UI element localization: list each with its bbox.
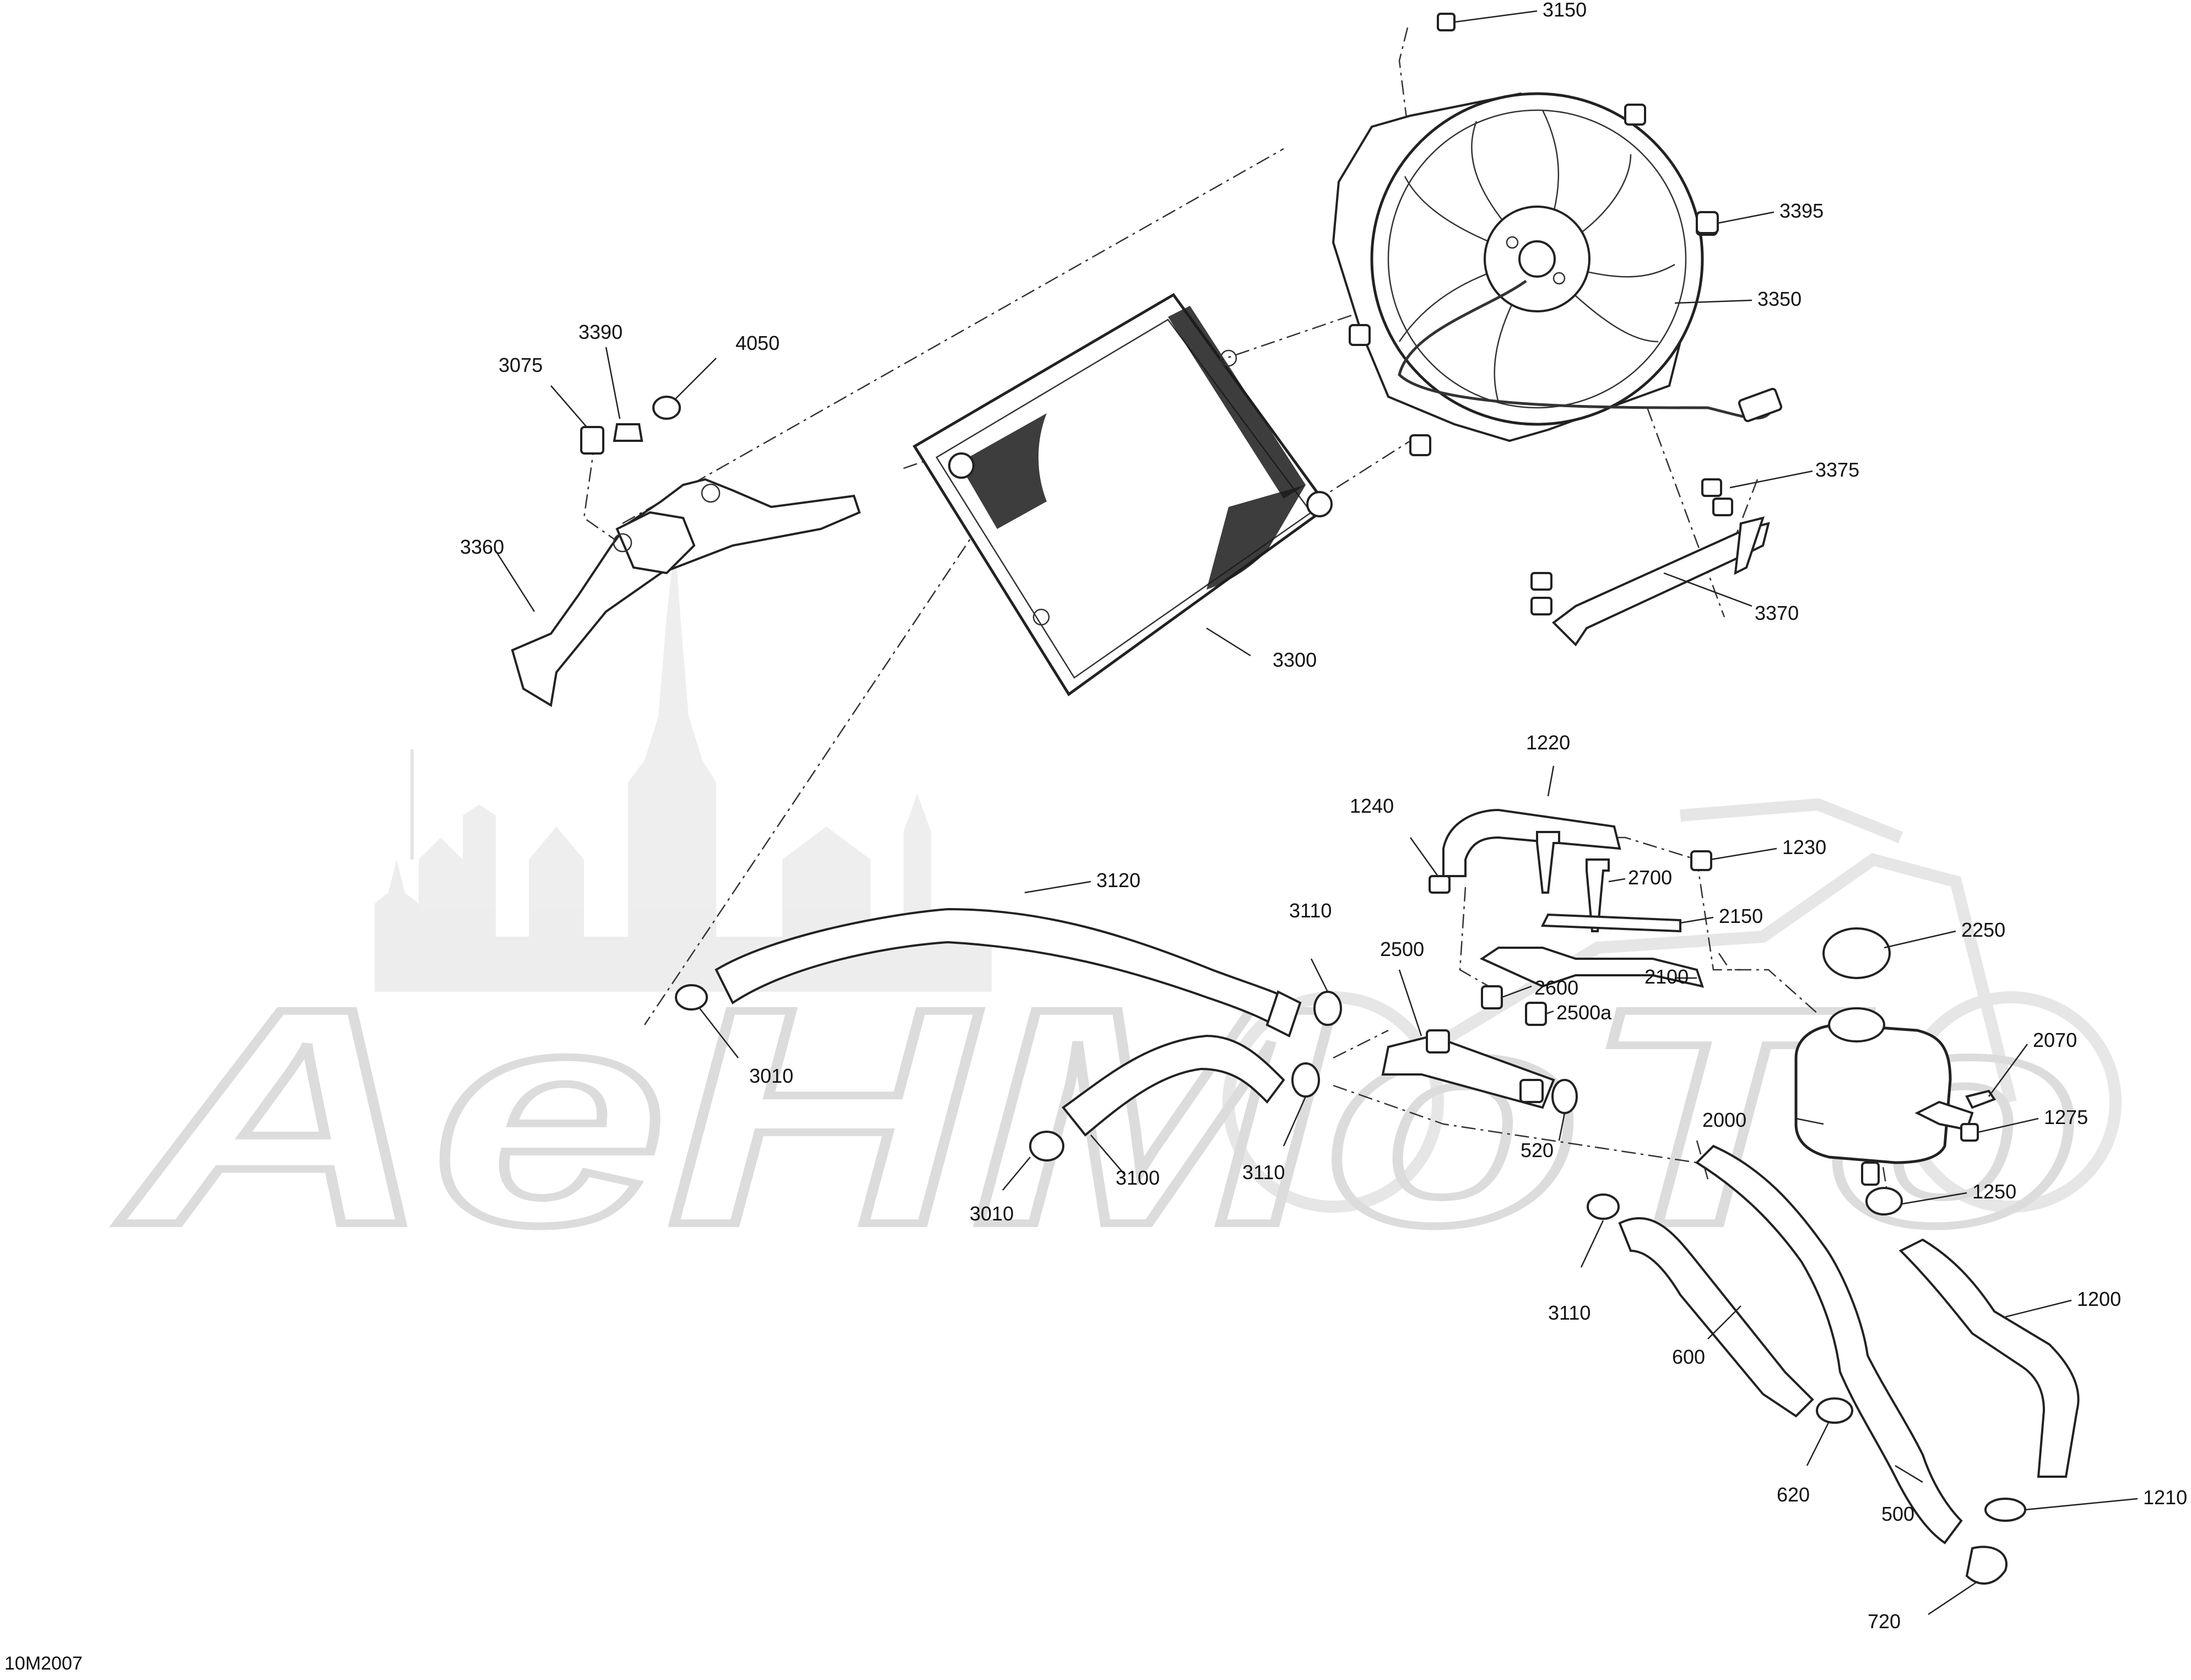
callout-3370: 3370 <box>1755 602 1799 624</box>
callout-3350: 3350 <box>1757 288 1802 310</box>
callout-500: 500 <box>1881 1503 1914 1525</box>
coolant-reservoir <box>1794 1007 1974 1186</box>
clamp-3110-lower <box>1587 1193 1620 1220</box>
callout-2700: 2700 <box>1628 866 1672 889</box>
clamp-1210 <box>1984 1498 2026 1522</box>
bolt-3395 <box>1696 211 1719 234</box>
callout-3100: 3100 <box>1116 1166 1160 1189</box>
rivets-3375 <box>1701 478 1733 516</box>
callout-1210: 1210 <box>2143 1486 2187 1509</box>
callout-620: 620 <box>1777 1483 1810 1506</box>
callout-1230: 1230 <box>1782 836 1826 858</box>
callout-3395: 3395 <box>1779 199 1824 222</box>
clamp-1230 <box>1690 850 1712 871</box>
callout-3150: 3150 <box>1543 0 1587 21</box>
radiator <box>912 293 1333 696</box>
callout-1240: 1240 <box>1350 795 1394 817</box>
bolt-3150 <box>1437 13 1456 31</box>
callout-3300: 3300 <box>1273 649 1317 671</box>
nut-1275 <box>1960 1123 1979 1142</box>
callout-3375: 3375 <box>1815 458 1859 481</box>
callout-2250: 2250 <box>1961 919 2005 941</box>
callout-3075: 3075 <box>499 354 543 376</box>
callout-1250: 1250 <box>1972 1180 2016 1203</box>
clamp-620 <box>1816 1397 1853 1424</box>
callout-3360: 3360 <box>460 536 504 558</box>
washer-4050 <box>652 396 681 420</box>
callout-4050: 4050 <box>735 332 780 354</box>
callout-3390: 3390 <box>578 321 623 343</box>
callout-3010a: 3010 <box>749 1065 793 1087</box>
callout-600: 600 <box>1672 1346 1705 1368</box>
hose-1200 <box>1898 1238 2080 1478</box>
hose-1220 <box>1442 808 1621 877</box>
callout-2150: 2150 <box>1719 905 1763 927</box>
watermark-flag <box>410 749 414 860</box>
callout-3110c: 3110 <box>1548 1301 1590 1324</box>
radiator-fan <box>1332 92 1783 456</box>
grommet-3390 <box>613 423 643 442</box>
hose-500 <box>1695 1144 1963 1544</box>
watermark: AeHMoTo <box>110 540 2122 1293</box>
hose-600 <box>1618 1217 1814 1418</box>
clamp-3010-top <box>675 984 708 1011</box>
callout-1275: 1275 <box>2044 1106 2088 1128</box>
assembly-lines <box>583 27 1891 1207</box>
callout-720: 720 <box>1868 1610 1901 1633</box>
callout-2100: 2100 <box>1644 965 1689 988</box>
clamp-1240 <box>1429 875 1451 894</box>
clamp-720 <box>1965 1546 2008 1585</box>
support-bar <box>1530 516 1770 647</box>
clamp-3010-bottom <box>1029 1131 1064 1162</box>
callout-2600: 2600 <box>1534 976 1578 999</box>
callout-2500: 2500 <box>1380 938 1424 960</box>
bracket-2100 <box>1479 947 1705 988</box>
callout-520: 520 <box>1521 1139 1554 1162</box>
callout-3110a: 3110 <box>1289 899 1332 922</box>
callout-2500a: 2500a <box>1556 1001 1612 1024</box>
clamp-3110-upper <box>1313 991 1342 1026</box>
grommet-2500a <box>1525 1002 1547 1026</box>
callout-3110b: 3110 <box>1242 1161 1285 1184</box>
watermark-skyline <box>375 540 992 992</box>
hose-3100 <box>1062 1034 1285 1137</box>
thermostat-housing <box>1381 1029 1555 1109</box>
screw-2070 <box>1965 1089 1997 1109</box>
reservoir-cap-2250 <box>1822 927 1891 979</box>
clamp-3110-middle <box>1291 1062 1320 1098</box>
bolt-2700-left <box>1536 831 1560 894</box>
clip-nut-3075 <box>580 426 604 455</box>
callout-3120: 3120 <box>1096 869 1140 892</box>
clamp-520 <box>1551 1079 1578 1114</box>
bolt-2700-right <box>1586 858 1610 932</box>
pipe-2150 <box>1540 913 1681 933</box>
grommet-2600 <box>1481 985 1503 1009</box>
callout-2000: 2000 <box>1702 1109 1746 1131</box>
callout-1200: 1200 <box>2077 1288 2121 1310</box>
callout-1220: 1220 <box>1526 731 1570 754</box>
callout-3010b: 3010 <box>970 1202 1014 1225</box>
figure-id: 10M2007 <box>4 1653 83 1674</box>
part-callouts: 3150 3395 3350 3390 4050 3075 3375 3360 3370 3300… <box>460 0 2187 1633</box>
leader-lines <box>495 10 2138 1616</box>
clamp-1250 <box>1865 1187 1903 1216</box>
hose-3120-end <box>1265 990 1302 1038</box>
bracket-left <box>511 478 861 707</box>
callout-2070: 2070 <box>2033 1029 2077 1051</box>
